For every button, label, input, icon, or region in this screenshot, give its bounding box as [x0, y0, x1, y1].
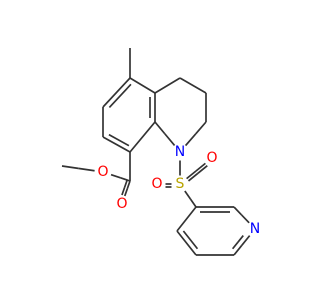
- bond-py-c2-pyridine-nitrogen-a: [233, 206, 243, 216]
- atom-symbol-sulfur: S: [176, 176, 185, 192]
- bond-c4-c3: [179, 77, 207, 94]
- atom-carbonyl-oxygen: O: [116, 196, 127, 212]
- atom-symbol-ester-oxygen: O: [97, 164, 108, 180]
- bond-c8-c7-inner: [108, 133, 130, 147]
- bond-py-c5-py-c4: [176, 230, 197, 256]
- atom-sulfonyl-oxygen-right: O: [206, 150, 217, 166]
- bond-sulfur-py-c3-a: [184, 190, 192, 200]
- bond-pyridine-nitrogen-py-c6-inner-b: [231, 241, 239, 250]
- bond-sulfur-sulfonyl-oxygen-right-b: [195, 162, 206, 172]
- bond-c2-ring-nitrogen-a: [195, 121, 207, 135]
- bond-sulfur-sulfonyl-oxygen-right-a: [186, 170, 197, 180]
- atom-ring-nitrogen: N: [175, 144, 185, 160]
- bond-ester-carbon-carbonyl-oxygen-a: [126, 180, 131, 189]
- bond-py-c5-py-c4-inner: [182, 230, 199, 250]
- atom-ester-oxygen: O: [97, 164, 108, 180]
- bond-c4a-c4: [154, 77, 181, 94]
- bond-ring-nitrogen-c8a-a: [164, 133, 176, 147]
- bond-ester-carbon-ester-oxygen-a: [120, 177, 131, 182]
- bond-ester-carbon-carbonyl-oxygen-second-b: [121, 187, 126, 196]
- bond-py-c2-pyridine-nitrogen-b: [240, 214, 250, 224]
- atom-symbol-sulfonyl-oxygen-left: O: [151, 176, 162, 192]
- bond-c6-c5-inner: [108, 83, 132, 109]
- atom-symbol-carbonyl-oxygen: O: [116, 196, 127, 212]
- bond-ring-nitrogen-c8a-b: [154, 121, 166, 135]
- bond-py-c4-py-c3: [176, 206, 197, 232]
- bond-ester-oxygen-methoxy-carbon-b: [61, 165, 79, 170]
- bond-c2-ring-nitrogen-b: [184, 133, 197, 147]
- atom-symbol-ring-nitrogen: N: [175, 144, 185, 160]
- bond-c6-c5: [102, 77, 131, 108]
- bond-sulfur-sulfonyl-oxygen-right-second-a: [187, 172, 199, 182]
- bond-c5-c4a: [129, 77, 156, 94]
- atom-symbol-sulfonyl-oxygen-right: O: [206, 150, 217, 166]
- bond-ester-carbon-carbonyl-oxygen-b: [123, 188, 129, 197]
- bond-sulfur-py-c3-b: [189, 198, 197, 208]
- bond-c8-c7: [102, 136, 131, 153]
- bond-ester-oxygen-methoxy-carbon-a: [78, 167, 95, 172]
- bond-pyridine-nitrogen-py-c6-b: [233, 244, 243, 256]
- bond-pyridine-nitrogen-py-c6-inner-a: [237, 235, 244, 243]
- bond-layer: [61, 48, 251, 256]
- bond-pyridine-nitrogen-py-c6-a: [241, 235, 251, 246]
- atom-pyridine-nitrogen: N: [250, 221, 260, 237]
- bond-ester-carbon-carbonyl-oxygen-second-a: [123, 179, 128, 188]
- bond-ester-carbon-ester-oxygen-b: [110, 173, 121, 179]
- atom-symbol-pyridine-nitrogen: N: [250, 221, 260, 237]
- atom-sulfonyl-oxygen-left: O: [151, 176, 162, 192]
- bond-c8a-c8: [129, 121, 156, 153]
- atom-sulfur: S: [176, 176, 185, 192]
- bond-sulfur-sulfonyl-oxygen-right-second-b: [197, 165, 208, 174]
